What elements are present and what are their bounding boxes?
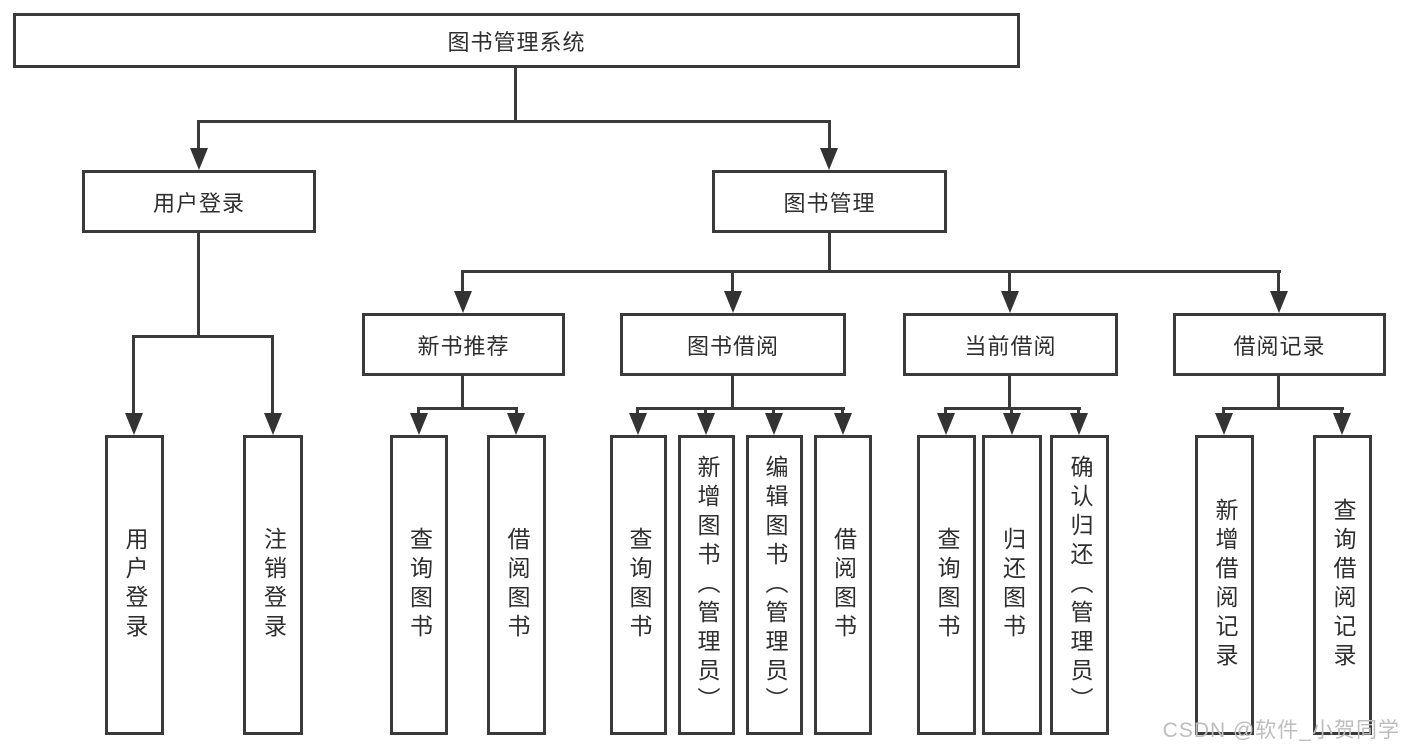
watermark-text: CSDN @软件_小贺同学	[1162, 719, 1400, 742]
connector-line	[636, 407, 639, 415]
connector-line	[636, 407, 845, 410]
arrow-down-icon	[507, 413, 525, 435]
node-book-management: 图书管理	[712, 170, 947, 233]
connector-line	[271, 335, 274, 415]
node-user-login: 用户登录	[82, 170, 316, 233]
connector-line	[461, 270, 1281, 273]
node-leaf-query-books-current: 查询图书	[917, 435, 976, 735]
arrow-down-icon	[410, 413, 428, 435]
connector-line	[197, 233, 200, 335]
arrow-down-icon	[765, 413, 783, 435]
connector-line	[731, 270, 734, 293]
arrow-down-icon	[1270, 291, 1288, 313]
node-leaf-borrow-books: 借阅图书	[814, 435, 872, 735]
node-library-management-system: 图书管理系统	[13, 13, 1020, 68]
connector-line	[417, 407, 420, 415]
arrow-down-icon	[834, 413, 852, 435]
connector-line	[417, 407, 518, 410]
node-leaf-borrow-books-recommend: 借阅图书	[487, 435, 546, 735]
arrow-down-icon	[1215, 413, 1233, 435]
connector-line	[841, 407, 844, 415]
connector-line	[828, 233, 831, 270]
arrow-down-icon	[1070, 413, 1088, 435]
connector-line	[1077, 407, 1080, 415]
node-leaf-edit-books-admin: 编辑图书（管理员）	[746, 435, 803, 735]
connector-line	[1277, 376, 1280, 407]
arrow-down-icon	[724, 291, 742, 313]
node-leaf-logout: 注销登录	[243, 435, 303, 735]
node-book-borrowing: 图书借阅	[620, 313, 846, 376]
connector-line	[197, 120, 200, 150]
connector-line	[731, 376, 734, 407]
connector-line	[461, 376, 464, 407]
node-leaf-query-borrow-record: 查询借阅记录	[1313, 435, 1372, 735]
connector-line	[1008, 270, 1011, 293]
node-new-book-recommendation: 新书推荐	[362, 313, 565, 376]
arrow-down-icon	[1333, 413, 1351, 435]
connector-line	[514, 68, 517, 122]
node-current-borrowing: 当前借阅	[903, 313, 1118, 376]
arrow-down-icon	[1001, 291, 1019, 313]
connector-line	[1222, 407, 1344, 410]
arrow-down-icon	[1003, 413, 1021, 435]
connector-line	[1008, 376, 1011, 407]
node-leaf-query-books-borrowing: 查询图书	[610, 435, 667, 735]
connector-line	[1277, 270, 1280, 293]
connector-line	[461, 270, 464, 293]
node-leaf-add-borrow-record: 新增借阅记录	[1195, 435, 1254, 735]
connector-line	[1340, 407, 1343, 415]
connector-line	[704, 407, 707, 415]
node-borrowing-records: 借阅记录	[1173, 313, 1386, 376]
connector-line	[132, 335, 135, 415]
arrow-down-icon	[697, 413, 715, 435]
arrow-down-icon	[454, 291, 472, 313]
connector-line	[1222, 407, 1225, 415]
connector-line	[828, 120, 831, 150]
arrow-down-icon	[190, 148, 208, 170]
arrow-down-icon	[629, 413, 647, 435]
node-leaf-user-login: 用户登录	[105, 435, 164, 735]
connector-line	[944, 407, 947, 415]
node-leaf-confirm-return-admin: 确认归还（管理员）	[1050, 435, 1109, 735]
connector-line	[1010, 407, 1013, 415]
node-leaf-add-books-admin: 新增图书（管理员）	[678, 435, 735, 735]
node-leaf-query-books-recommend: 查询图书	[390, 435, 448, 735]
arrow-down-icon	[264, 413, 282, 435]
arrow-down-icon	[125, 413, 143, 435]
connector-line	[515, 407, 518, 415]
connector-line	[132, 335, 274, 338]
node-leaf-return-books: 归还图书	[982, 435, 1042, 735]
arrow-down-icon	[820, 148, 838, 170]
connector-line	[772, 407, 775, 415]
connector-line	[197, 120, 831, 123]
arrow-down-icon	[937, 413, 955, 435]
